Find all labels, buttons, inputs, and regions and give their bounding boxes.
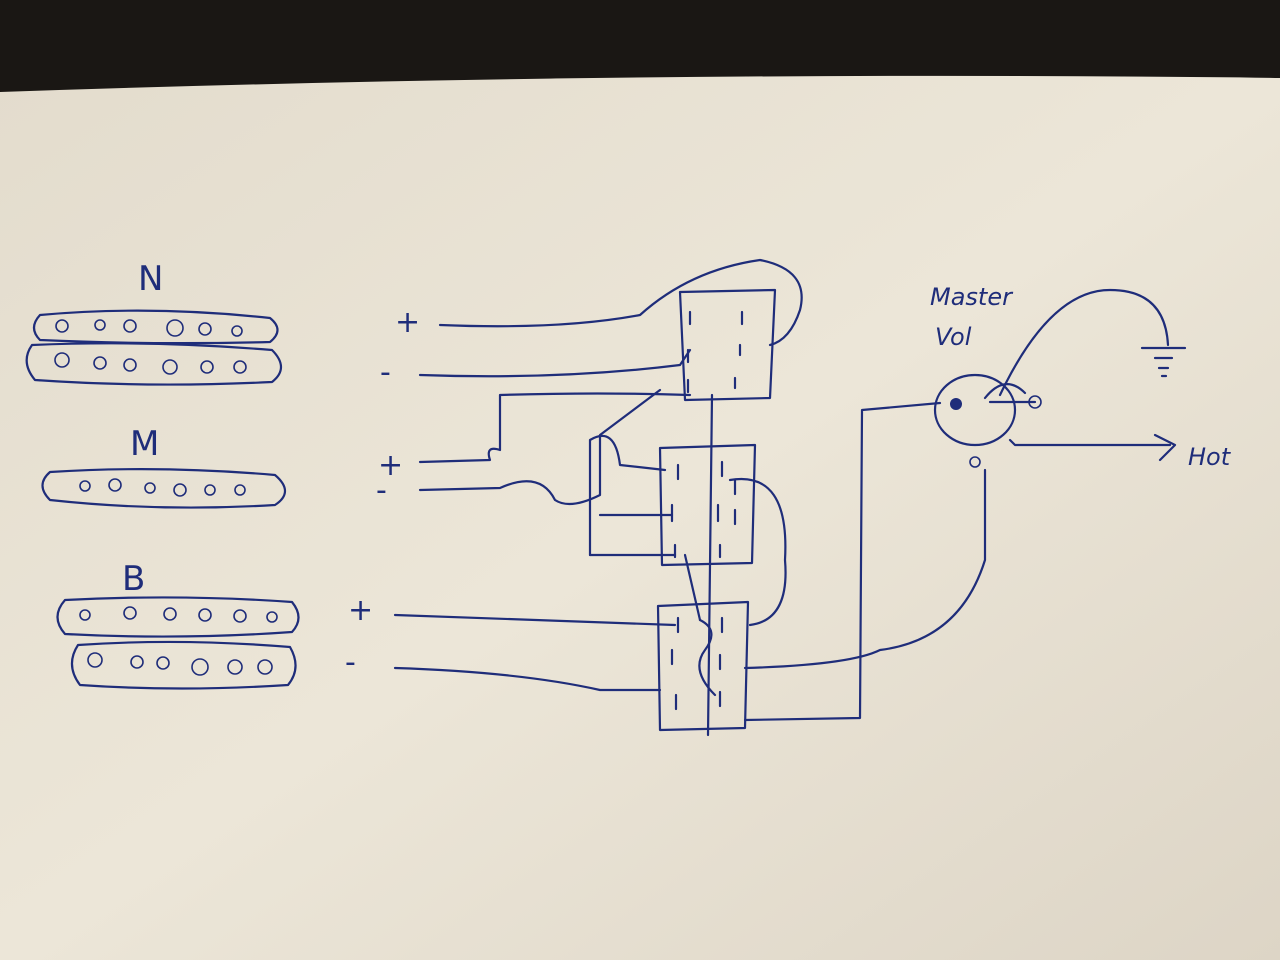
neck-minus-label: - — [380, 355, 391, 390]
hot-output-label: Hot — [1188, 443, 1232, 471]
middle-plus-label: + — [378, 448, 403, 483]
middle-minus-label: - — [376, 473, 387, 508]
switch-top — [678, 288, 777, 402]
bridge-plus-label: + — [348, 593, 373, 628]
neck-plus-label: + — [395, 305, 420, 340]
neck-label: N — [138, 259, 163, 299]
wires — [393, 258, 987, 737]
ground-symbol — [1140, 346, 1187, 378]
pot-label-line2: Vol — [935, 323, 972, 351]
bridge-minus-label: - — [345, 645, 356, 680]
switch-middle — [658, 443, 757, 567]
paper-sheet — [0, 75, 1280, 960]
bridge-label: B — [122, 559, 145, 599]
middle-label: M — [130, 424, 159, 464]
bridge-pickup: B + - — [56, 559, 373, 690]
middle-pickup: M + - — [41, 424, 403, 509]
neck-pickup: N + - — [25, 259, 420, 390]
master-volume-pot: Master Vol — [930, 283, 1177, 468]
pot-label-line1: Master — [930, 283, 1014, 311]
